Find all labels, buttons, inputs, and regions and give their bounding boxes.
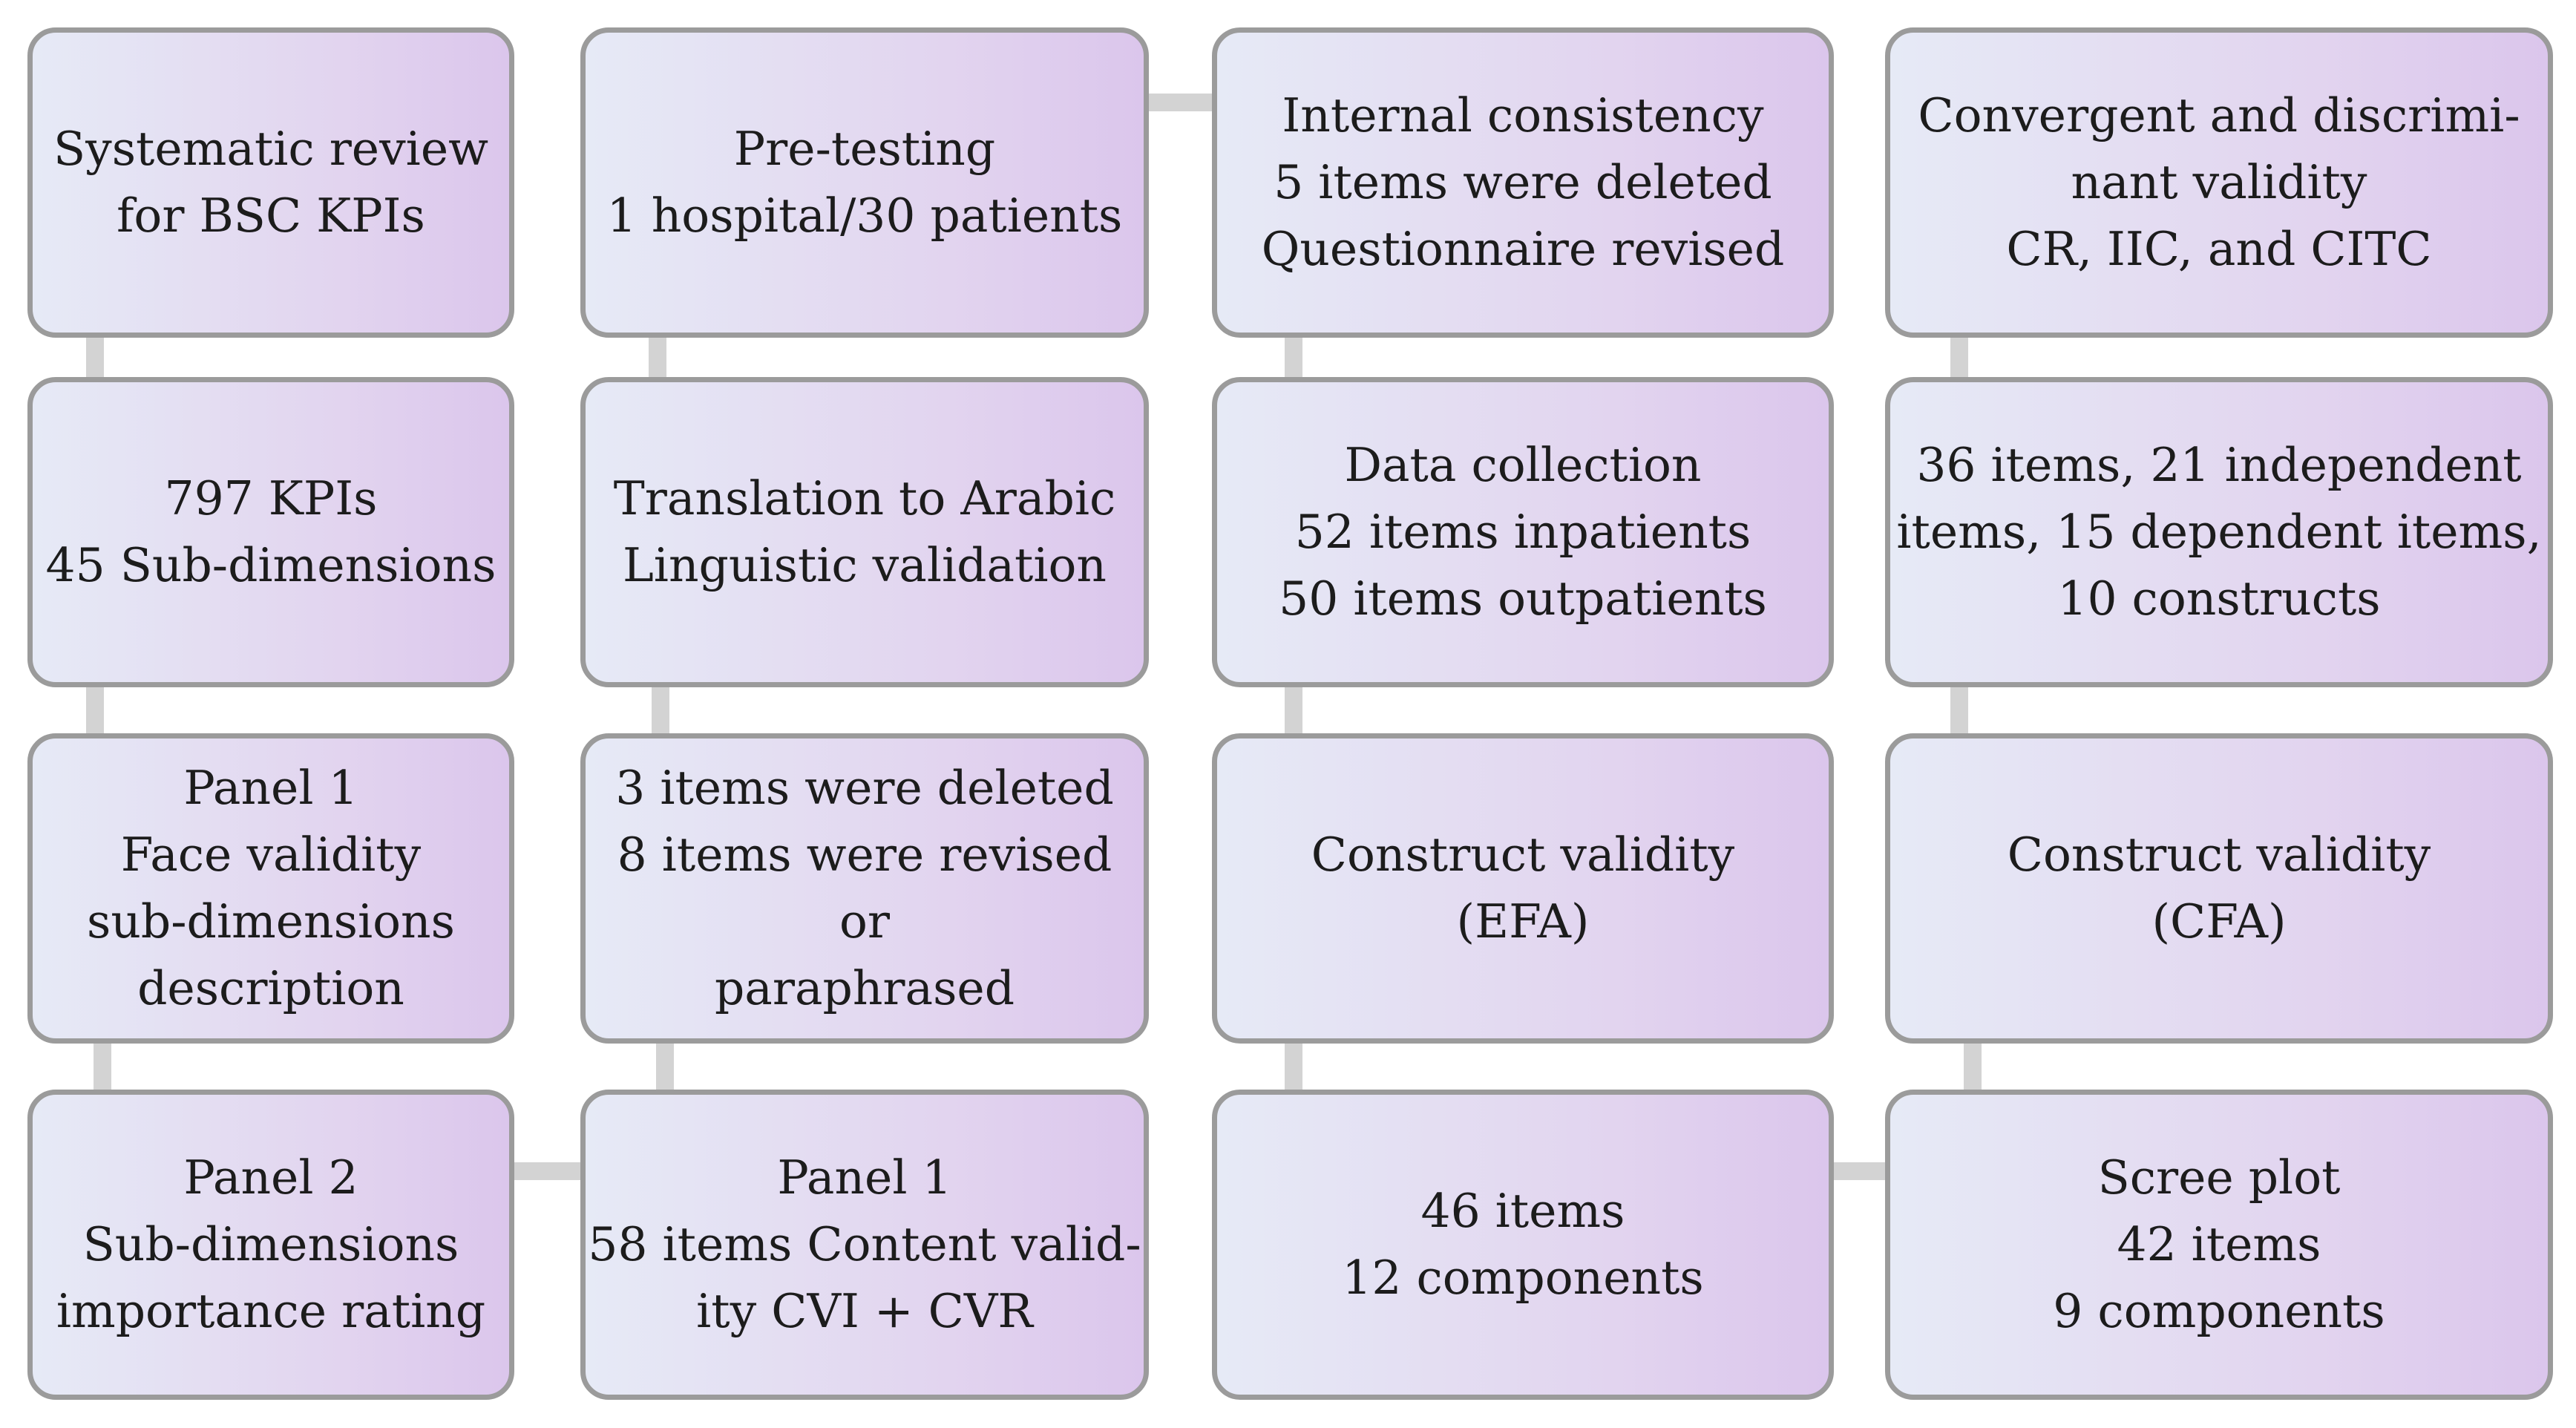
panel1-content-validity-box: Panel 1 58 items Content valid- ity CVI … [580, 1090, 1149, 1400]
items-deleted-text: 3 items were deleted 8 items were revise… [615, 761, 1114, 1015]
items-36-box: 36 items, 21 independent items, 15 depen… [1885, 377, 2553, 687]
systematic-review-box: Systematic review for BSC KPIs [27, 27, 514, 338]
panel2-box: Panel 2 Sub-dimensions importance rating [27, 1090, 514, 1400]
convergent-validity-box: Convergent and discrimi- nant validity C… [1885, 27, 2553, 338]
construct-validity-cfa-text: Construct validity (CFA) [2007, 828, 2431, 949]
internal-consistency-box: Internal consistency 5 items were delete… [1212, 27, 1834, 338]
kpis-text: 797 KPIs 45 Sub-dimensions [45, 471, 496, 592]
arrow-right-icon [1149, 82, 1268, 123]
items-deleted-box: 3 items were deleted 8 items were revise… [580, 733, 1149, 1044]
items-46-box: 46 items 12 components [1212, 1090, 1834, 1400]
arrow-right-icon [514, 1150, 639, 1192]
construct-validity-cfa-box: Construct validity (CFA) [1885, 733, 2553, 1044]
data-collection-box: Data collection 52 items inpatients 50 i… [1212, 377, 1834, 687]
internal-consistency-text: Internal consistency 5 items were delete… [1261, 88, 1785, 276]
scree-plot-box: Scree plot 42 items 9 components [1885, 1090, 2553, 1400]
panel1-face-validity-box: Panel 1 Face validity sub-dimensions des… [27, 733, 514, 1044]
items-36-text: 36 items, 21 independent items, 15 depen… [1896, 438, 2542, 626]
construct-validity-efa-text: Construct validity (EFA) [1311, 828, 1735, 949]
convergent-validity-text: Convergent and discrimi- nant validity C… [1918, 88, 2520, 276]
systematic-review-text: Systematic review for BSC KPIs [53, 122, 489, 243]
scree-plot-text: Scree plot 42 items 9 components [2053, 1150, 2385, 1338]
panel2-text: Panel 2 Sub-dimensions importance rating [56, 1150, 486, 1338]
data-collection-text: Data collection 52 items inpatients 50 i… [1279, 438, 1767, 626]
panel1-content-validity-text: Panel 1 58 items Content valid- ity CVI … [588, 1150, 1141, 1338]
translation-text: Translation to Arabic Linguistic validat… [613, 471, 1116, 592]
translation-box: Translation to Arabic Linguistic validat… [580, 377, 1149, 687]
construct-validity-efa-box: Construct validity (EFA) [1212, 733, 1834, 1044]
items-46-text: 46 items 12 components [1342, 1184, 1704, 1305]
pretesting-text: Pre-testing 1 hospital/30 patients [606, 122, 1123, 243]
pretesting-box: Pre-testing 1 hospital/30 patients [580, 27, 1149, 338]
kpis-box: 797 KPIs 45 Sub-dimensions [27, 377, 514, 687]
panel1-face-validity-text: Panel 1 Face validity sub-dimensions des… [87, 761, 455, 1015]
